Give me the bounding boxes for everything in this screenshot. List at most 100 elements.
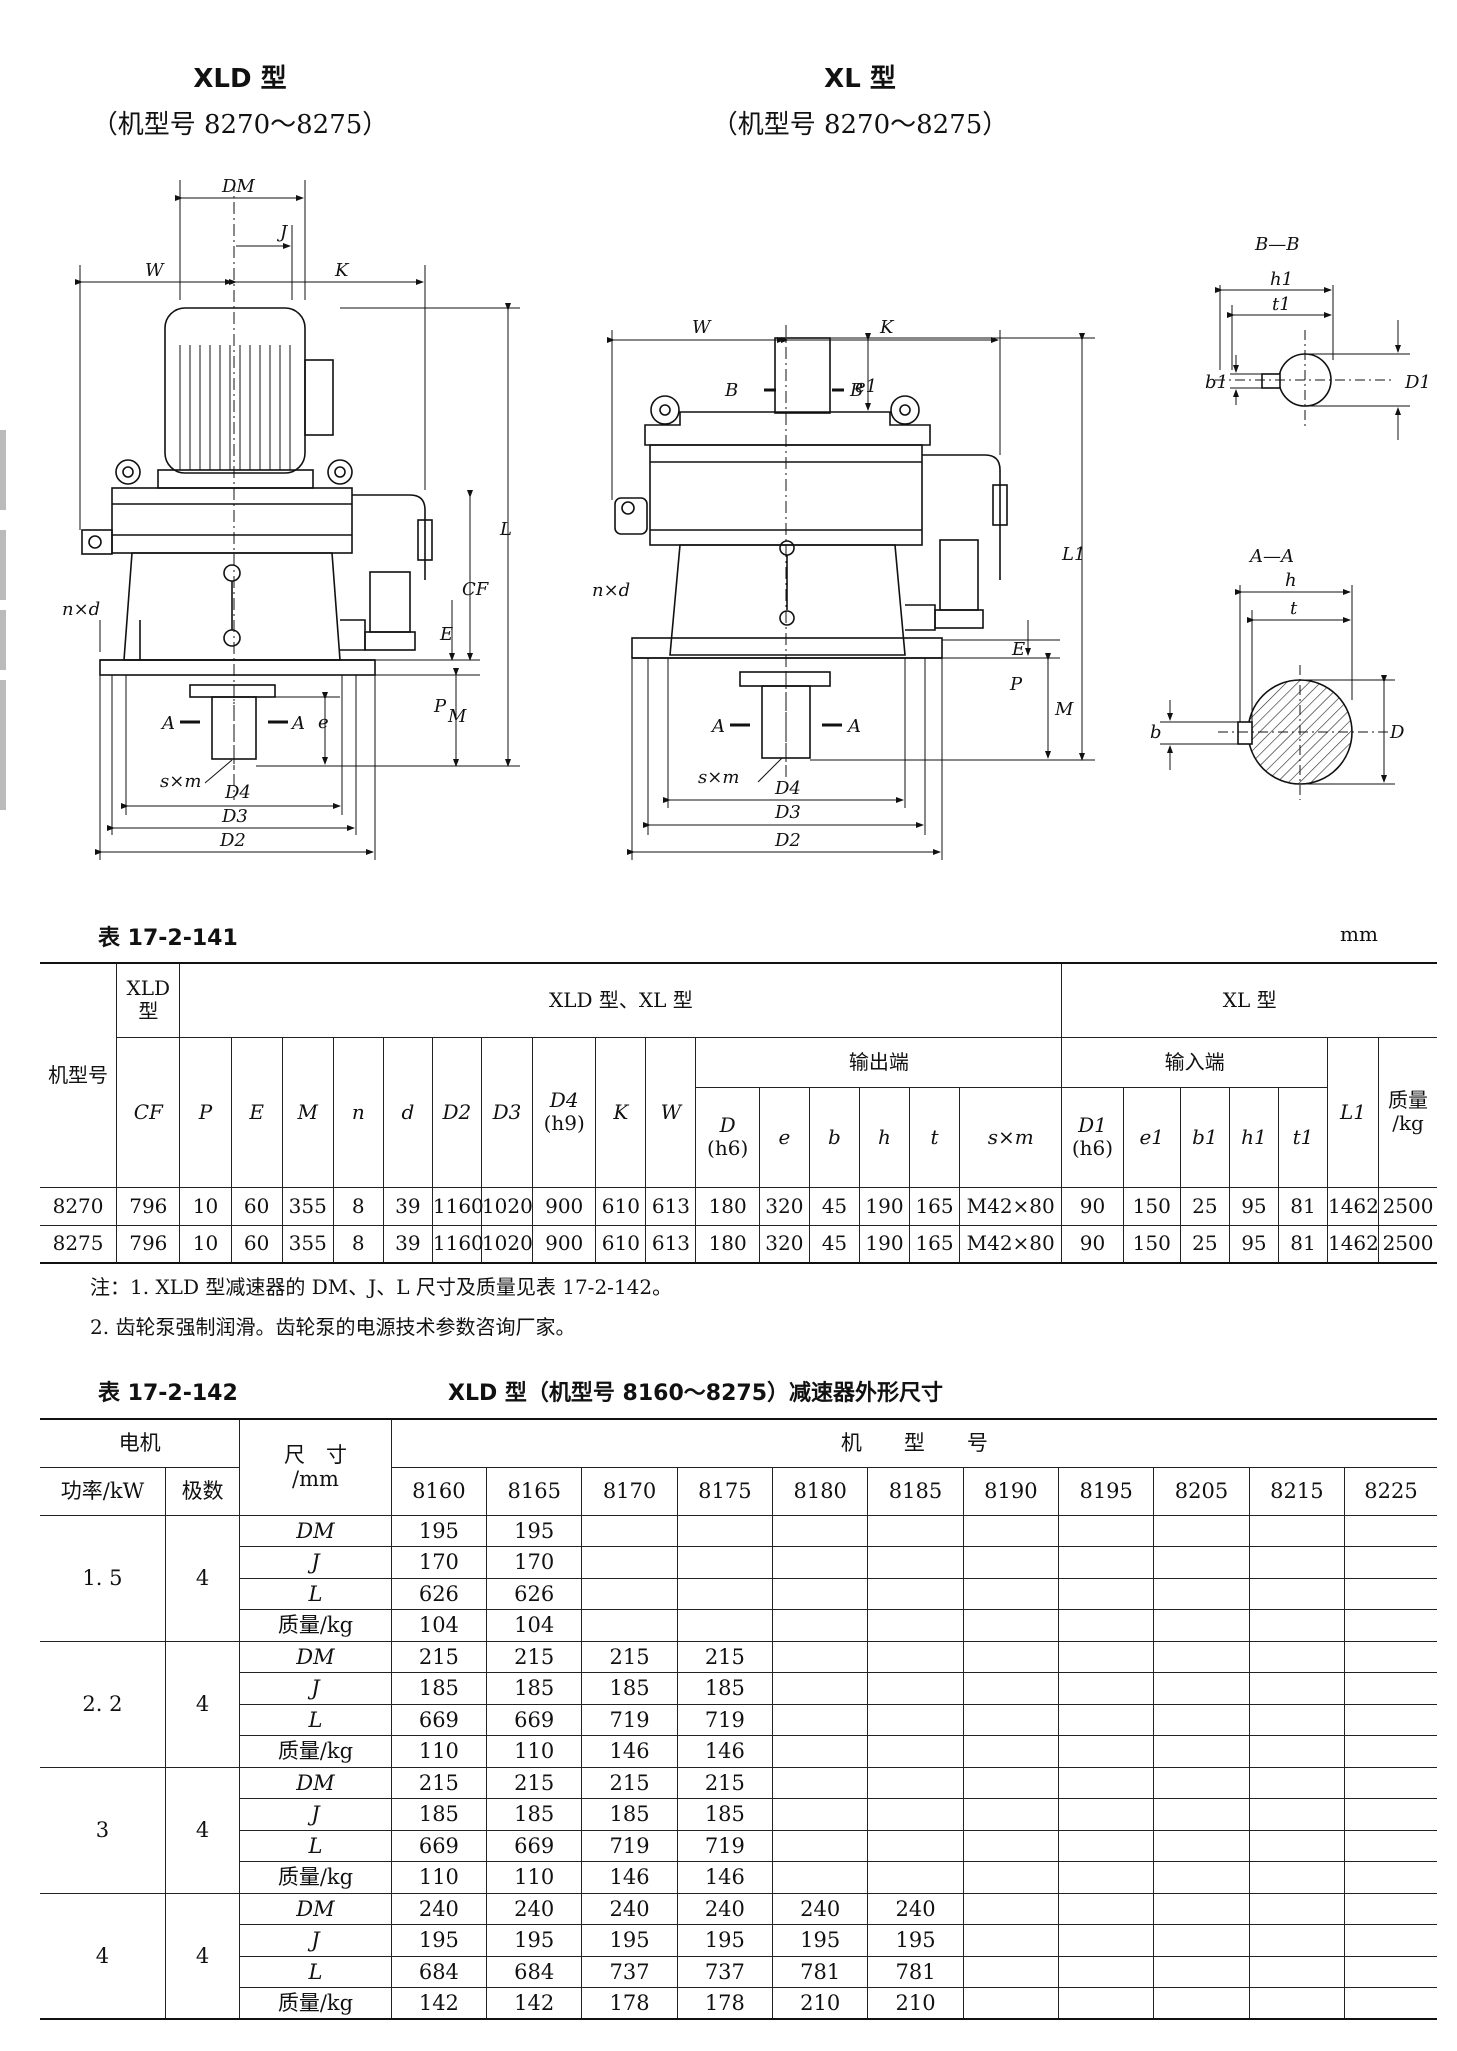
header-xl: XL 型 (1061, 962, 1437, 1038)
cell (962, 1703, 1060, 1736)
cell (1248, 1955, 1346, 1988)
cell: 240 (676, 1892, 774, 1925)
cell: 146 (676, 1861, 774, 1894)
cell: 90 (1061, 1186, 1124, 1226)
cell (676, 1577, 774, 1610)
cell: 81 (1277, 1224, 1328, 1264)
cell (867, 1766, 964, 1799)
header-d: d (382, 1036, 433, 1188)
scan-edge-mark (0, 530, 6, 600)
dim-label: t1 (1272, 294, 1291, 315)
cell: 146 (581, 1861, 678, 1894)
cell: 180 (695, 1224, 760, 1264)
cell: 781 (867, 1955, 964, 1988)
cell (1344, 1987, 1437, 2020)
xl-reducer-drawing (607, 325, 1095, 860)
dim-label: K (334, 260, 350, 281)
cell (867, 1640, 964, 1673)
cell (1248, 1766, 1346, 1799)
header-n: n (332, 1036, 384, 1188)
cell: 215 (581, 1640, 678, 1673)
cell (867, 1672, 964, 1704)
engineering-drawing: DM J W K L CF E P M e n×d s×m D4 D3 D2 A… (62, 176, 1431, 860)
cell: 190 (858, 1186, 911, 1226)
cell (1058, 1924, 1155, 1956)
dim-cell: J (239, 1798, 392, 1830)
dim-label: M (1054, 699, 1074, 720)
header-out-sxm: s×m (959, 1086, 1063, 1188)
cell: 25 (1179, 1186, 1230, 1226)
dim-cell: L (239, 1955, 392, 1988)
cell (1248, 1987, 1346, 2020)
right-figure-subtitle: （机型号 8270～8275） (711, 110, 1009, 140)
model-header: 8215 (1248, 1466, 1346, 1516)
cell: 669 (390, 1829, 488, 1862)
header-in-d1-tol: (h6) (1071, 1136, 1114, 1160)
model-header: 8205 (1153, 1466, 1250, 1516)
cell: 195 (390, 1514, 488, 1547)
cell (1344, 1577, 1437, 1610)
model-header: 8165 (486, 1466, 583, 1516)
dim-label: L1 (1061, 544, 1085, 565)
note-1: 注：1. XLD 型减速器的 DM、J、L 尺寸及质量见表 17-2-142。 (90, 1275, 673, 1299)
poles-cell: 4 (164, 1766, 241, 1894)
dim-label: s×m (698, 767, 739, 788)
cell (867, 1577, 964, 1610)
dimension-table-141: 机型号 XLD 型 XLD 型、XL 型 XL 型 CF P E M n d D… (40, 962, 1437, 1264)
cell: M42×80 (959, 1224, 1063, 1264)
header-l1: L1 (1326, 1036, 1380, 1188)
dim-label: J (276, 222, 289, 243)
cell: 684 (486, 1955, 583, 1988)
dim-label: h (1285, 570, 1297, 591)
cell: 146 (581, 1735, 678, 1768)
cell: 90 (1061, 1224, 1124, 1264)
cell: 796 (116, 1224, 181, 1264)
cell: 185 (581, 1798, 678, 1830)
cell: 900 (532, 1186, 597, 1226)
header-d4: D4(h9) (532, 1036, 597, 1188)
cell: 796 (116, 1186, 181, 1226)
cell (962, 1955, 1060, 1988)
section-bb-drawing (1215, 285, 1410, 440)
dim-cell: L (239, 1829, 392, 1862)
dim-label: D2 (774, 830, 801, 851)
header-out-t: t (909, 1086, 961, 1188)
cell (962, 1735, 1060, 1768)
cell: 185 (676, 1672, 774, 1704)
cell: 60 (230, 1224, 283, 1264)
dim-cell: 质量/kg (239, 1987, 392, 2020)
cell: 95 (1228, 1224, 1279, 1264)
cell: 215 (486, 1640, 583, 1673)
cell: 684 (390, 1955, 488, 1988)
dim-cell: L (239, 1577, 392, 1610)
dim-cell: 质量/kg (239, 1861, 392, 1894)
cell (1058, 1672, 1155, 1704)
cell: 626 (390, 1577, 488, 1610)
cell (1058, 1703, 1155, 1736)
cell (962, 1672, 1060, 1704)
cell (1058, 1766, 1155, 1799)
cell (962, 1766, 1060, 1799)
cell (962, 1546, 1060, 1578)
cell (1058, 1829, 1155, 1862)
cell: 719 (676, 1703, 774, 1736)
cell (867, 1703, 964, 1736)
cell: 320 (758, 1224, 810, 1264)
dim-label: s×m (160, 771, 201, 792)
cell (676, 1514, 774, 1547)
cell (1344, 1609, 1437, 1642)
cell: 195 (867, 1924, 964, 1956)
cell: 39 (382, 1186, 433, 1226)
header-out-d-tol: (h6) (707, 1136, 749, 1160)
cell (581, 1546, 678, 1578)
cell (1153, 1766, 1250, 1799)
cell (1153, 1672, 1250, 1704)
cell: 180 (695, 1186, 760, 1226)
